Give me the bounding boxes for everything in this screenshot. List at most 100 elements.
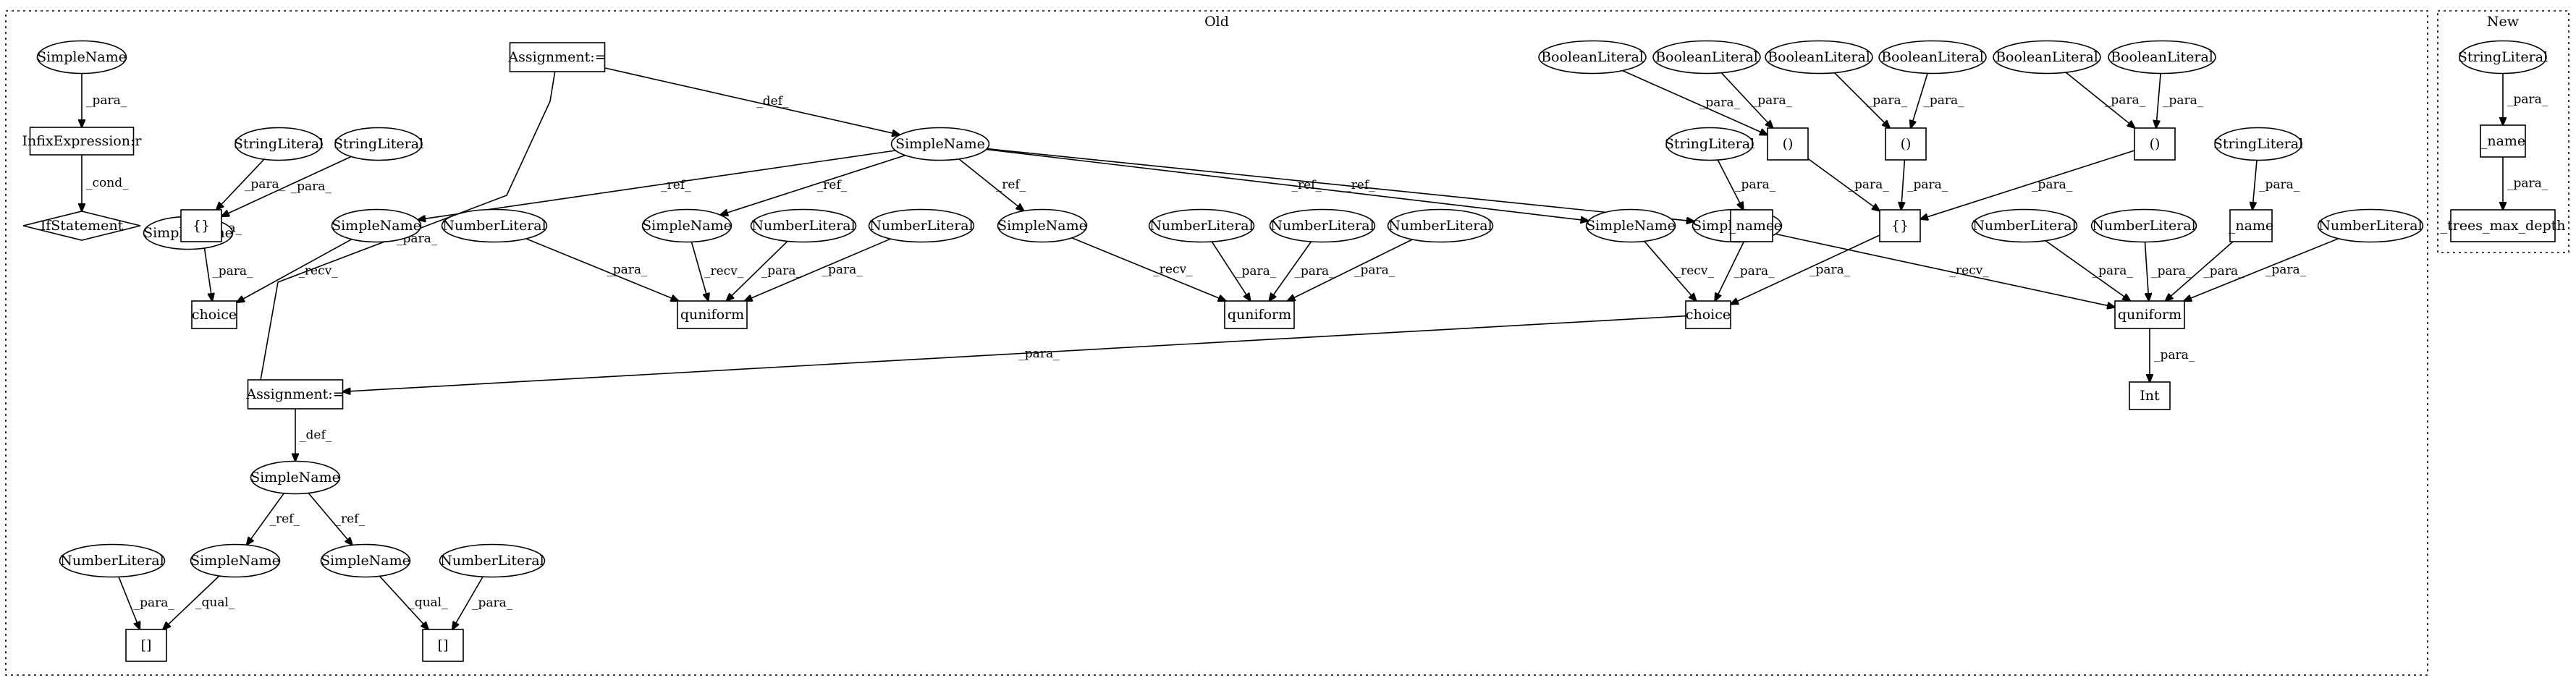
edge-label-para: _para_ bbox=[2265, 263, 2307, 277]
edge-sn_main-to-sn_q3_recv bbox=[987, 148, 1694, 221]
edge-nl_q1c-to-quniform1 bbox=[745, 238, 891, 301]
node-sl-name2: StringLiteral bbox=[2213, 127, 2303, 161]
node-label: SimpleName bbox=[190, 553, 280, 569]
node-shape bbox=[1224, 300, 1295, 329]
edge-sn_ref_a-to-idx1 bbox=[163, 575, 220, 629]
edge-label-ref: _ref_ bbox=[1292, 178, 1322, 192]
node-shape bbox=[439, 543, 546, 578]
node-shape bbox=[422, 629, 464, 662]
edge-label-para: _para_ bbox=[2032, 178, 2073, 192]
node-label: NumberLiteral bbox=[1149, 218, 1253, 234]
node-nl-q1b: NumberLiteral bbox=[750, 208, 857, 243]
edge-sn_def2-to-sn_ref_b bbox=[308, 492, 352, 546]
node-label: [] bbox=[438, 637, 449, 653]
node-shape bbox=[190, 543, 281, 578]
node-label: quniform bbox=[2118, 307, 2182, 323]
node-idx2: [] bbox=[422, 629, 464, 662]
node-shape bbox=[2317, 208, 2424, 243]
node-shape bbox=[2108, 40, 2216, 75]
node-quniform2: quniform bbox=[1224, 300, 1295, 329]
node-label: quniform bbox=[1228, 307, 1291, 323]
node-shape bbox=[1765, 40, 1873, 75]
node-label: StringLiteral bbox=[334, 136, 423, 152]
node-label: () bbox=[1783, 136, 1794, 152]
node-label: BooleanLiteral bbox=[1881, 49, 1984, 65]
edge-brace1-to-choice1 bbox=[203, 241, 212, 301]
node-int1: Int bbox=[2129, 381, 2171, 410]
node-shape bbox=[29, 127, 135, 156]
node-label: Assignment:= bbox=[245, 386, 344, 402]
edge-brace2-to-choice2 bbox=[1731, 234, 1880, 305]
edge-nl_q2b-to-quniform2 bbox=[1269, 241, 1312, 301]
edge-label-para: _para_ bbox=[212, 264, 253, 279]
node-label: NumberLiteral bbox=[442, 218, 546, 234]
node-label: Assignment:= bbox=[507, 49, 606, 65]
node-shape bbox=[2214, 127, 2302, 161]
node-name1: _name bbox=[1729, 209, 1774, 242]
node-shape bbox=[36, 40, 127, 75]
edge-label-para: _para_ bbox=[761, 264, 803, 279]
node-shape bbox=[2459, 40, 2547, 75]
node-shape bbox=[2134, 127, 2176, 161]
edge-sn_choice2_recv-to-choice2 bbox=[1644, 240, 1697, 301]
edge-label-para: _para_ bbox=[2507, 92, 2548, 106]
node-label: {} bbox=[1891, 218, 1909, 234]
edge-label-recv: _recv_ bbox=[1153, 262, 1193, 276]
node-shape bbox=[441, 208, 548, 243]
edge-choice2-to-assign2 bbox=[343, 315, 1686, 392]
cluster-new-label: New bbox=[2487, 14, 2520, 30]
node-shape bbox=[1971, 208, 2078, 243]
node-bl6: BooleanLiteral bbox=[2108, 40, 2216, 75]
node-label: choice bbox=[1686, 307, 1731, 323]
node-shape bbox=[1885, 127, 1927, 161]
node-label: SimpleName bbox=[997, 218, 1087, 234]
edge-label-ref: _ref_ bbox=[335, 512, 366, 527]
edge-label-para: _para_ bbox=[1294, 264, 1335, 279]
node-choice2: choice bbox=[1685, 300, 1731, 329]
cluster-old: Old bbox=[5, 10, 2428, 676]
edge-label-para: _para_ bbox=[822, 263, 863, 277]
edge-label-para: _para_ bbox=[1907, 178, 1948, 192]
node-shape bbox=[59, 543, 166, 578]
node-sn-choice1-recv: SimpleName bbox=[331, 208, 422, 243]
node-assign2: Assignment:= bbox=[245, 379, 345, 410]
node-shape bbox=[2114, 300, 2185, 329]
node-label: NumberLiteral bbox=[1972, 218, 2076, 234]
node-bl5: BooleanLiteral bbox=[1993, 40, 2101, 75]
node-tup1: () bbox=[1767, 127, 1809, 161]
node-bl3: BooleanLiteral bbox=[1765, 40, 1873, 75]
edge-sn_q2_recv-to-quniform2 bbox=[1071, 237, 1226, 301]
node-shape bbox=[1538, 40, 1647, 75]
node-shape bbox=[641, 208, 732, 243]
edge-label-ref: _ref_ bbox=[817, 178, 848, 192]
edge-label-def: _def_ bbox=[300, 428, 332, 442]
edge-label-para: _para_ bbox=[2093, 263, 2134, 278]
node-nl-q3a: NumberLiteral bbox=[1971, 208, 2078, 243]
node-shape bbox=[997, 208, 1088, 243]
node-shape bbox=[235, 127, 323, 161]
edge-label-para: _para_ bbox=[245, 177, 286, 192]
node-nl-idx2: NumberLiteral bbox=[439, 543, 546, 578]
edge-bl3-to-tup2 bbox=[1833, 72, 1891, 129]
edge-label-para: _para_ bbox=[1867, 93, 1908, 108]
node-label: SimpleName bbox=[642, 218, 732, 234]
edge-sl_brace1-to-brace1 bbox=[216, 158, 265, 210]
node-new-name: _name bbox=[2480, 124, 2526, 158]
node-label: NumberLiteral bbox=[2092, 218, 2195, 234]
node-sn-ref-a: SimpleName bbox=[190, 543, 281, 578]
node-label: InfixExpression:r bbox=[22, 133, 143, 149]
edge-label-recv: _recv_ bbox=[1675, 264, 1715, 279]
edge-label-para: _para_ bbox=[1923, 93, 1964, 108]
edge-label-para: _para_ bbox=[607, 263, 648, 277]
node-shape bbox=[750, 208, 857, 243]
node-label: BooleanLiteral bbox=[2111, 49, 2213, 65]
cluster-new: New bbox=[2437, 10, 2569, 253]
node-shape bbox=[1993, 40, 2101, 75]
node-idx1: [] bbox=[125, 629, 167, 662]
edge-label-para: _para_ bbox=[1809, 263, 1851, 277]
node-label: StringLiteral bbox=[1665, 136, 1754, 152]
edge-label-para: _para_ bbox=[134, 596, 175, 611]
node-sn-ref-b: SimpleName bbox=[320, 543, 411, 578]
edge-nl_idx1-to-idx1 bbox=[118, 577, 140, 629]
edge-label-para: _para_ bbox=[2507, 177, 2548, 191]
